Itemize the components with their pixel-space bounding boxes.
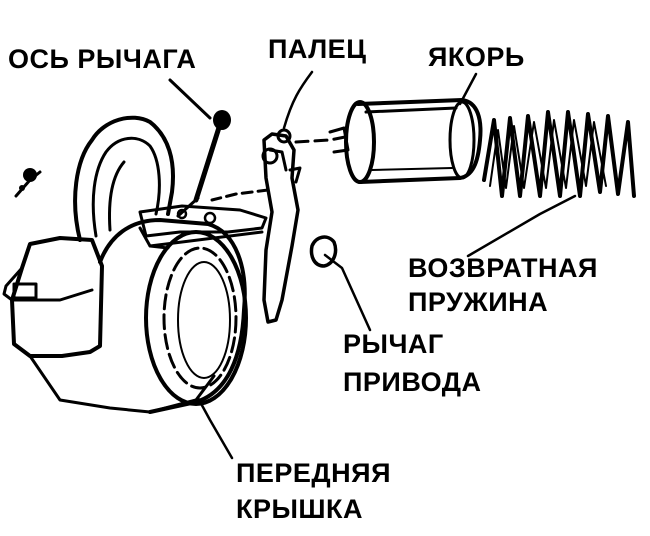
leader-drive-lever xyxy=(323,253,372,332)
label-drive-lever-line1: РЫЧАГ xyxy=(343,329,444,359)
cover-bore-core xyxy=(177,261,231,379)
leader-lever-axis xyxy=(168,78,212,120)
armature xyxy=(344,98,483,184)
leader-front-cover xyxy=(196,396,234,460)
label-lever-axis: ОСЬ РЫЧАГА xyxy=(8,44,196,74)
mount-tab xyxy=(12,282,38,300)
clip-left xyxy=(14,168,42,198)
leader-lines xyxy=(168,70,577,460)
label-front-cover-line2: КРЫШКА xyxy=(236,494,363,524)
lever-tip-pad xyxy=(309,235,338,268)
lever-axis-pin xyxy=(176,110,231,218)
cover-bore-inner xyxy=(162,246,238,390)
label-armature: ЯКОРЬ xyxy=(428,42,525,72)
label-return-spring-line2: ПРУЖИНА xyxy=(408,287,548,317)
leader-return-spring xyxy=(466,194,577,258)
return-spring xyxy=(482,110,636,198)
armature-left-face xyxy=(344,100,376,184)
lever-finger-pin xyxy=(276,128,292,144)
front-cover-housing xyxy=(2,115,268,414)
label-drive-lever-line2: ПРИВОДА xyxy=(343,367,482,397)
drive-lever xyxy=(210,128,302,324)
label-finger: ПАЛЕЦ xyxy=(268,34,366,64)
armature-right-face xyxy=(448,100,476,180)
cover-bore-outer xyxy=(144,230,248,406)
lever-pivot xyxy=(261,147,279,165)
finger-armature-dash xyxy=(294,134,352,144)
label-return-spring-line1: ВОЗВРАТНАЯ xyxy=(408,253,598,283)
leader-finger xyxy=(282,70,314,130)
label-front-cover-line1: ПЕРЕДНЯЯ xyxy=(236,458,391,488)
pin-head xyxy=(213,110,231,130)
